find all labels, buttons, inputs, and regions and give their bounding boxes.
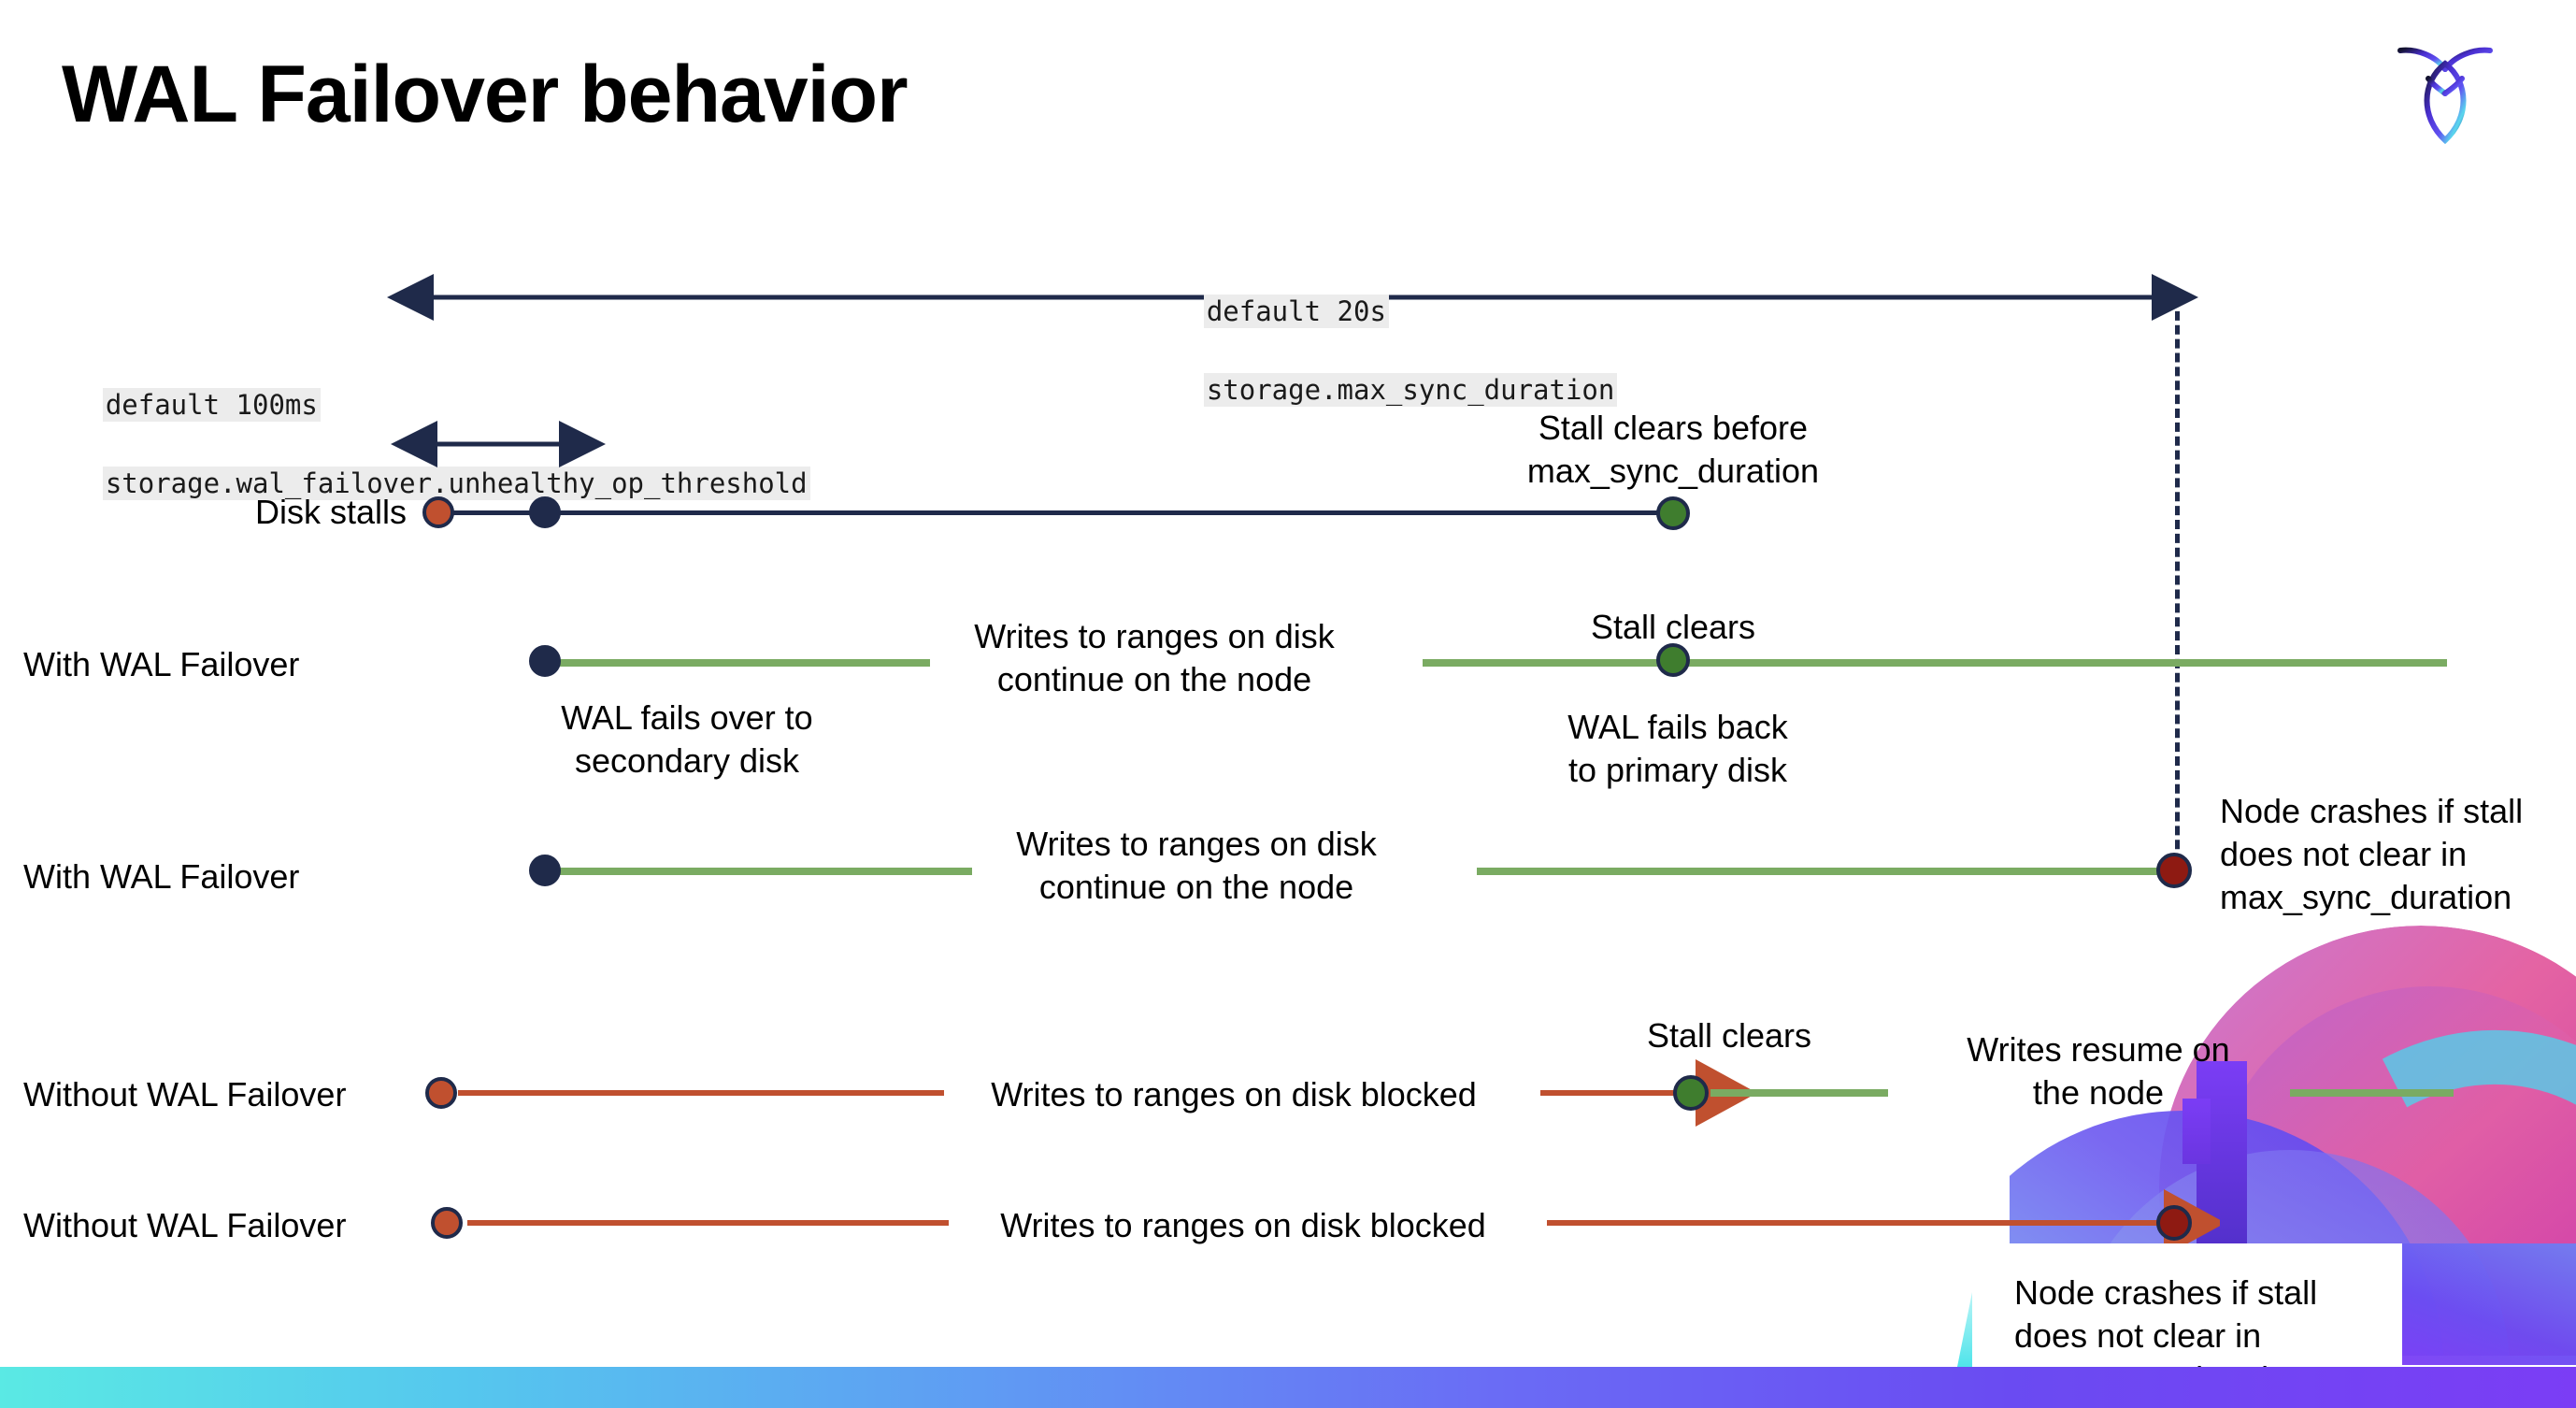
- row-label-disk-stalls: Disk stalls: [254, 493, 407, 531]
- row-label-without-wal-failover-2: Without WAL Failover: [23, 1206, 347, 1244]
- note-writes-continue-1: Writes to ranges on disk continue on the…: [974, 617, 1335, 698]
- without-wal-failover-2-blocked-line-a: [467, 1220, 949, 1226]
- with-wal-failover-1-segment-a: [551, 659, 930, 667]
- disk-stall-threshold-dot: [529, 496, 561, 528]
- max-sync-duration-annotation: default 20s storage.max_sync_duration: [1138, 252, 1618, 449]
- max-sync-setting-label: storage.max_sync_duration: [1203, 373, 1618, 407]
- note-writes-continue-2: Writes to ranges on disk continue on the…: [1016, 825, 1377, 906]
- note-wal-fails-back: WAL fails back to primary disk: [1567, 708, 1788, 789]
- without-wal-failover-1-resume-line: [1710, 1089, 1888, 1097]
- note-node-crashes-1: Node crashes if stall does not clear in …: [2220, 792, 2524, 916]
- page-title: WAL Failover behavior: [62, 50, 909, 139]
- note-writes-blocked-1: Writes to ranges on disk blocked: [991, 1075, 1477, 1113]
- unhealthy-setting-label: storage.wal_failover.unhealthy_op_thresh…: [102, 467, 810, 500]
- note-stall-clears-1: Stall clears: [1590, 608, 1756, 646]
- cockroachdb-logo-icon: [2389, 28, 2501, 150]
- without-wal-failover-1-resume-line-b: [2290, 1089, 2454, 1097]
- max-sync-default-label: default 20s: [1203, 295, 1389, 328]
- without-wal-failover-1-blocked-line-a: [458, 1090, 944, 1096]
- unhealthy-default-label: default 100ms: [102, 388, 321, 422]
- node-crash-dot-1: [2156, 853, 2192, 888]
- note-stall-clears-before-max-sync: Stall clears before max_sync_duration: [1526, 409, 1820, 490]
- unhealthy-op-threshold-annotation: default 100ms storage.wal_failover.unhea…: [37, 346, 810, 542]
- max-sync-duration-guide-line: [2175, 297, 2180, 877]
- disk-stall-start-dot: [422, 496, 454, 528]
- node-crash-dot-2: [2156, 1205, 2192, 1241]
- disk-stalls-timeline: [439, 510, 1682, 515]
- wal-failover-2-start-dot: [529, 855, 561, 886]
- row-label-with-wal-failover-1: With WAL Failover: [23, 645, 300, 683]
- note-writes-blocked-2: Writes to ranges on disk blocked: [1000, 1206, 1486, 1244]
- disk-stall-clears-dot: [1656, 496, 1690, 530]
- with-wal-failover-1-segment-b: [1423, 659, 2447, 667]
- note-wal-fails-over: WAL fails over to secondary disk: [561, 698, 813, 780]
- bottom-gradient-bar: [0, 1367, 2576, 1408]
- note-writes-resume: Writes resume on the node: [1967, 1030, 2230, 1112]
- with-wal-failover-2-segment-b: [1477, 868, 2168, 875]
- decorative-right-sliver: [2402, 1243, 2576, 1365]
- row-label-with-wal-failover-2: With WAL Failover: [23, 857, 300, 896]
- without-wal-failover-1-stall-clears-dot: [1673, 1075, 1709, 1111]
- wal-failover-stall-clears-dot: [1656, 643, 1690, 677]
- without-wal-failover-1-start-dot: [425, 1077, 457, 1109]
- note-stall-clears-2: Stall clears: [1646, 1016, 1812, 1055]
- row-label-without-wal-failover-1: Without WAL Failover: [23, 1075, 347, 1113]
- wal-failover-start-dot: [529, 645, 561, 677]
- with-wal-failover-2-segment-a: [551, 868, 972, 875]
- without-wal-failover-2-start-dot: [431, 1207, 463, 1239]
